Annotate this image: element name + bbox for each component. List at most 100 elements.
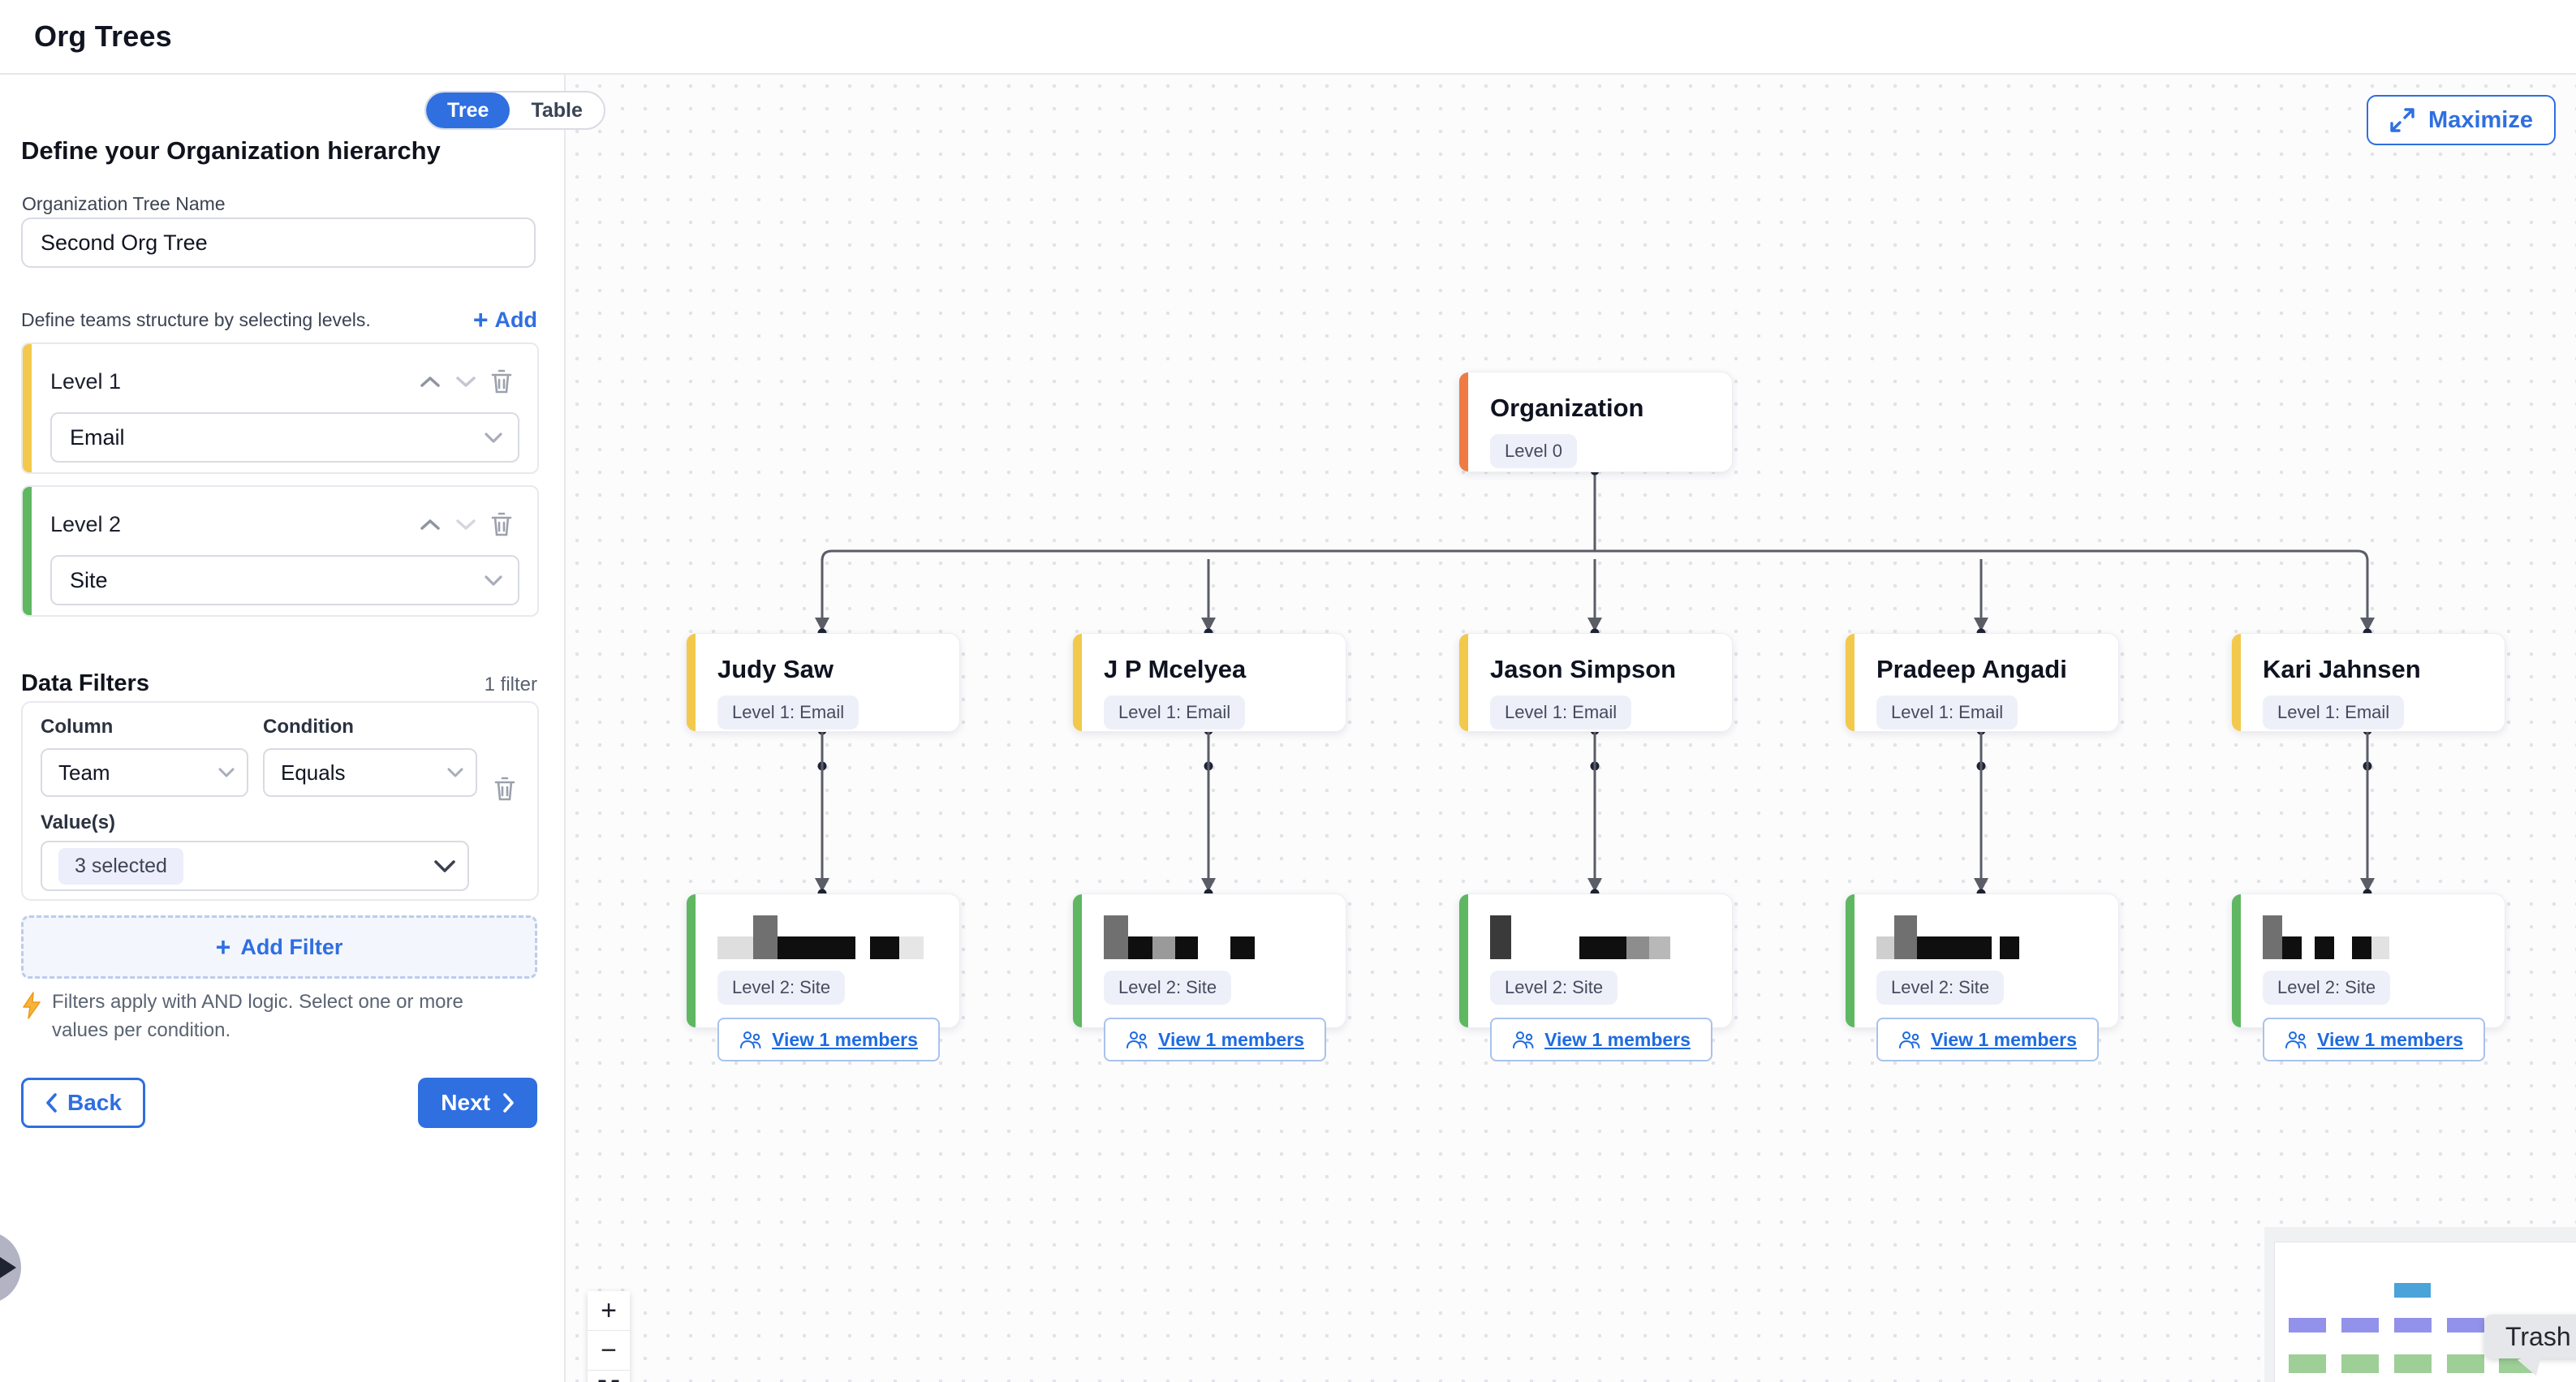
minimap-level2-node	[2499, 1354, 2536, 1373]
level-2-value: Site	[70, 567, 108, 592]
level1-color-strip	[1459, 634, 1468, 731]
level-2-color-strip	[23, 487, 32, 615]
delete-filter-icon[interactable]	[487, 773, 523, 805]
level2-color-strip	[687, 894, 696, 1027]
level-badge: Level 2: Site	[717, 971, 846, 1005]
people-icon	[1513, 1031, 1534, 1048]
level2-color-strip	[2232, 894, 2241, 1027]
move-down-icon[interactable]	[448, 508, 484, 540]
level-1-color-strip	[23, 344, 32, 472]
view-members-button[interactable]: View 1 members	[1104, 1018, 1326, 1061]
redacted-name	[1876, 914, 2118, 959]
level2-node[interactable]: Level 2: Site View 1 members	[686, 893, 960, 1061]
filter-count: 1 filter	[484, 674, 537, 695]
chevron-left-icon	[46, 1093, 57, 1113]
level-badge: Level 1: Email	[1876, 695, 2018, 730]
add-level-button[interactable]: + Add	[472, 305, 537, 334]
minimap-level2-node	[2447, 1354, 2484, 1373]
level2-node[interactable]: Level 2: Site View 1 members	[2231, 893, 2505, 1061]
people-icon	[2285, 1031, 2307, 1048]
minimap-level1-node	[2289, 1318, 2326, 1332]
chevron-down-icon	[434, 859, 455, 872]
values-multiselect[interactable]: 3 selected	[41, 841, 469, 891]
selected-count-chip: 3 selected	[58, 847, 183, 885]
minimap[interactable]	[2264, 1227, 2576, 1382]
chevron-right-icon	[503, 1093, 514, 1113]
delete-level-icon[interactable]	[484, 508, 519, 540]
level2-node[interactable]: Level 2: Site View 1 members	[1072, 893, 1346, 1061]
tree-name-input[interactable]: Second Org Tree	[21, 217, 536, 268]
level-2-select[interactable]: Site	[50, 555, 519, 605]
toggle-table[interactable]: Table	[531, 98, 583, 122]
level-badge: Level 2: Site	[1490, 971, 1618, 1005]
move-up-icon[interactable]	[412, 365, 448, 398]
condition-select[interactable]: Equals	[263, 748, 477, 797]
node-title: Organization	[1490, 394, 1644, 422]
people-icon	[1899, 1031, 1920, 1048]
maximize-button[interactable]: Maximize	[2367, 95, 2556, 145]
add-filter-button[interactable]: + Add Filter	[21, 915, 537, 979]
level2-color-strip	[1073, 894, 1082, 1027]
level2-node[interactable]: Level 2: Site View 1 members	[1458, 893, 1733, 1061]
root-color-strip	[1459, 372, 1468, 471]
view-members-button[interactable]: View 1 members	[1490, 1018, 1712, 1061]
move-down-icon[interactable]	[448, 365, 484, 398]
column-select[interactable]: Team	[41, 748, 248, 797]
node-title: Jason Simpson	[1490, 655, 1677, 683]
node-title: J P Mcelyea	[1104, 655, 1247, 683]
view-members-button[interactable]: View 1 members	[1876, 1018, 2099, 1061]
people-icon	[1126, 1031, 1148, 1048]
level-badge: Level 1: Email	[1490, 695, 1632, 730]
redacted-name	[2263, 914, 2505, 959]
minimap-level1-node	[2341, 1318, 2379, 1332]
level1-color-strip	[687, 634, 696, 731]
node-title: Pradeep Angadi	[1876, 655, 2067, 683]
move-up-icon[interactable]	[412, 508, 448, 540]
chevron-down-icon	[485, 575, 502, 586]
page-title: Org Trees	[34, 19, 172, 53]
data-filters-title: Data Filters	[21, 670, 149, 696]
level-1-select[interactable]: Email	[50, 412, 519, 463]
next-button[interactable]: Next	[418, 1078, 537, 1128]
minimap-level2-node	[2289, 1354, 2326, 1373]
filters-note: Filters apply with AND logic. Select one…	[21, 988, 508, 1045]
chevron-down-icon	[485, 432, 502, 443]
level-card-1: Level 1 Email	[21, 342, 539, 474]
plus-icon: +	[472, 305, 489, 334]
tree-name-value: Second Org Tree	[41, 230, 208, 255]
app-header: Org Trees	[0, 0, 2576, 75]
filter-card: Column Condition Team Equals Value(s) 3 …	[21, 701, 539, 901]
plus-icon: +	[215, 932, 231, 962]
level1-color-strip	[1073, 634, 1082, 731]
lightning-icon	[23, 992, 41, 1019]
toggle-tree[interactable]: Tree	[426, 93, 510, 128]
back-button[interactable]: Back	[21, 1078, 145, 1128]
level-badge: Level 2: Site	[1876, 971, 2005, 1005]
chevron-down-icon	[447, 768, 463, 777]
zoom-in-button[interactable]: +	[588, 1291, 630, 1331]
node-title: Kari Jahnsen	[2263, 655, 2421, 683]
left-panel: Tree Table Define your Organization hier…	[0, 73, 605, 1382]
view-members-button[interactable]: View 1 members	[717, 1018, 940, 1061]
fit-view-button[interactable]	[588, 1371, 630, 1382]
level-1-name: Level 1	[50, 368, 122, 394]
redacted-name	[1490, 914, 1732, 959]
levels-caption: Define teams structure by selecting leve…	[21, 308, 371, 330]
values-label: Value(s)	[41, 812, 116, 833]
expand-icon	[2390, 108, 2414, 132]
minimap-level1-node	[2447, 1318, 2484, 1332]
view-members-button[interactable]: View 1 members	[2263, 1018, 2485, 1061]
zoom-out-button[interactable]: −	[588, 1331, 630, 1371]
level-badge: Level 1: Email	[2263, 695, 2405, 730]
level-card-2: Level 2 Site	[21, 485, 539, 617]
node-title: Judy Saw	[717, 655, 834, 683]
level2-node[interactable]: Level 2: Site View 1 members	[1845, 893, 2119, 1061]
delete-level-icon[interactable]	[484, 365, 519, 398]
